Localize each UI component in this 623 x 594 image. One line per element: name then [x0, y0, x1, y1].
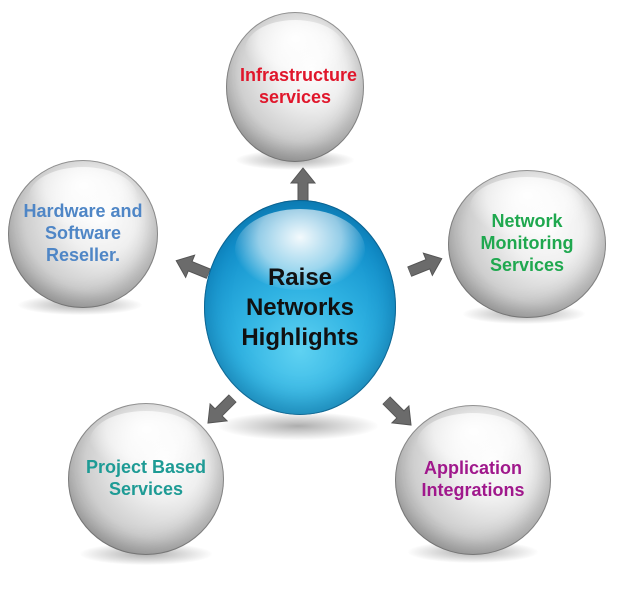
node-hardware-software-label: Hardware and Software Reseller.	[8, 201, 158, 267]
arrow-to-network-monitoring	[404, 244, 449, 285]
arrow-right-icon	[175, 254, 212, 280]
node-hardware-software-line-1: Hardware and	[23, 201, 143, 222]
node-hardware-software-line-2: Software	[44, 223, 122, 244]
node-infrastructure-line-1: Infrastructure	[240, 65, 358, 86]
node-network-monitoring-label: Network Monitoring Services	[448, 211, 606, 277]
node-hardware-software: Hardware and Software Reseller.	[8, 160, 158, 308]
node-infrastructure-line-2: services	[258, 87, 332, 107]
center-title: Raise Networks Highlights	[204, 263, 396, 353]
arrow-to-infrastructure	[288, 167, 318, 203]
center-title-line-1: Raise Networks	[245, 263, 355, 321]
node-application-integrations-label: Application Integrations	[395, 458, 551, 502]
arrow-to-project-based	[197, 388, 244, 435]
node-hardware-software-line-3: Reseller.	[45, 244, 121, 265]
arrow-right-icon	[207, 394, 237, 424]
node-application-integrations-line-1: Application	[424, 458, 522, 479]
node-project-based-line-1: Project Based	[85, 457, 207, 478]
node-network-monitoring-line-3: Services	[489, 254, 565, 275]
center-node: Raise Networks Highlights	[204, 200, 396, 415]
node-infrastructure-label: Infrastructure services	[226, 65, 364, 109]
node-project-based-label: Project Based Services	[68, 457, 224, 501]
center-title-line-2: Highlights	[241, 323, 359, 351]
node-network-monitoring: Network Monitoring Services	[448, 170, 606, 318]
node-application-integrations: Application Integrations	[395, 405, 551, 555]
shadow-center	[218, 412, 378, 440]
arrow-right-icon	[406, 252, 443, 278]
arrow-to-hardware-software	[170, 246, 215, 287]
node-infrastructure: Infrastructure services	[226, 12, 364, 162]
node-application-integrations-line-2: Integrations	[421, 480, 525, 500]
arrow-to-application-integrations	[376, 390, 423, 437]
node-project-based: Project Based Services	[68, 403, 224, 555]
node-network-monitoring-line-1: Network	[491, 211, 563, 232]
node-network-monitoring-line-2: Monitoring	[480, 233, 574, 254]
arrow-right-icon	[382, 396, 412, 426]
node-project-based-line-2: Services	[108, 479, 184, 499]
arrow-right-icon	[289, 167, 317, 203]
